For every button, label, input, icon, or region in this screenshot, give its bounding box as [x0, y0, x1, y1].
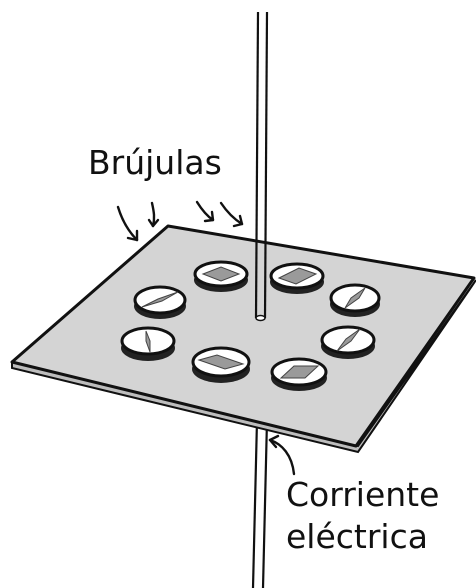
electric-current-label-line2: eléctrica [286, 517, 428, 556]
arrow [147, 201, 160, 228]
compass [269, 262, 325, 294]
compass [320, 325, 376, 359]
wire-upper [254, 11, 269, 322]
compass [120, 326, 176, 361]
compass [270, 357, 328, 391]
wire-lower [251, 419, 269, 588]
compasses-label: Brújulas [88, 143, 222, 182]
compass [193, 260, 249, 292]
arrow [116, 205, 139, 242]
compass [329, 283, 381, 317]
compass-pointer-arrows [116, 200, 244, 242]
electric-current-label-line1: Corriente [286, 475, 440, 514]
compass [133, 285, 187, 319]
compass [191, 346, 251, 383]
compass-group [120, 260, 381, 391]
current-pointer-arrow [268, 434, 296, 476]
cardboard-plate [10, 224, 476, 454]
arrow [195, 200, 215, 223]
arrow [219, 201, 244, 228]
